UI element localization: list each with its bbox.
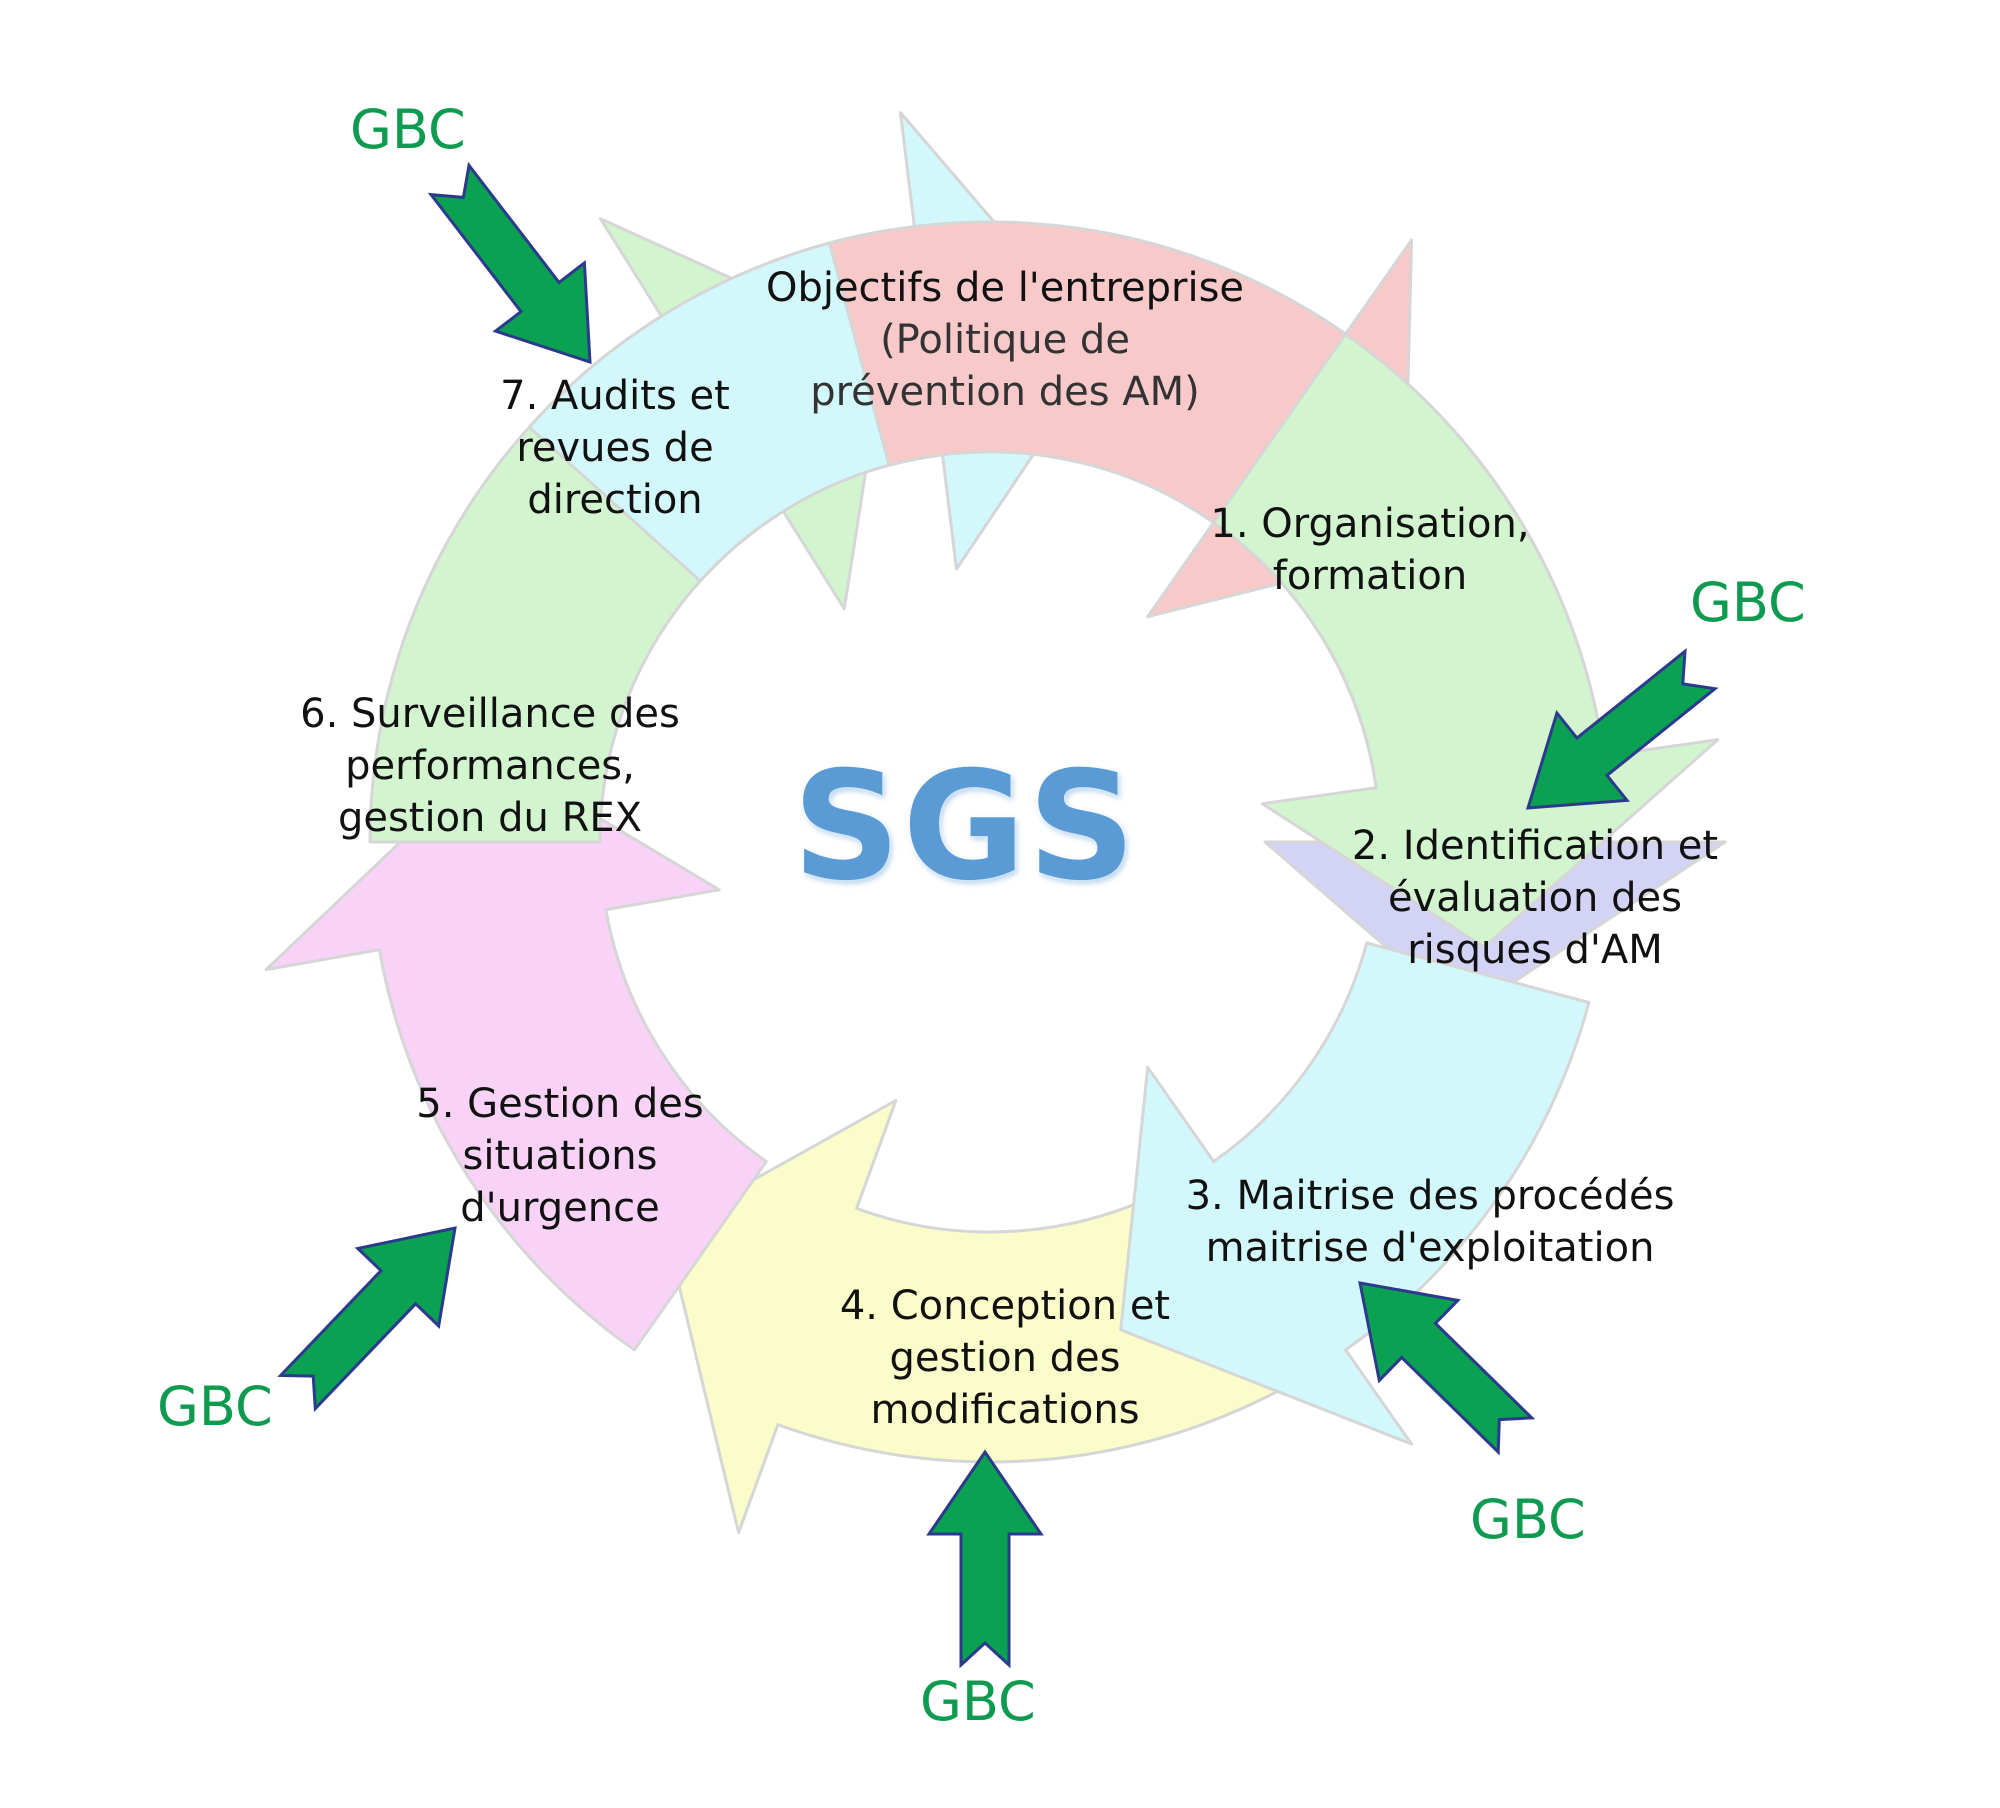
step-3-line-1: 3. Maitrise des procédés	[1185, 1173, 1675, 1219]
gbc-label-1: GBC	[350, 98, 466, 161]
objectives-line-1: Objectifs de l'entreprise	[765, 265, 1245, 311]
step-7-line-1: 7. Audits et	[500, 373, 730, 419]
step-4-line-3: modifications	[870, 1387, 1140, 1433]
gbc-arrow-2	[1525, 647, 1719, 810]
step-3-label: 3. Maitrise des procédés maitrise d'expl…	[1150, 1170, 1710, 1274]
step-2-line-2: évaluation des	[1388, 875, 1682, 921]
step-1-label: 1. Organisation, formation	[1180, 498, 1560, 602]
center-title: SGS	[792, 740, 1138, 914]
gbc-label-4: GBC	[920, 1670, 1036, 1733]
step-5-line-1: 5. Gestion des	[416, 1081, 704, 1127]
step-3-line-2: maitrise d'exploitation	[1205, 1225, 1655, 1271]
step-5-line-2: situations	[462, 1133, 658, 1179]
step-2-label: 2. Identification et évaluation des risq…	[1325, 820, 1745, 976]
step-4-line-2: gestion des	[889, 1335, 1121, 1381]
gbc-label-3: GBC	[1470, 1488, 1586, 1551]
step-5-label: 5. Gestion des situations d'urgence	[395, 1078, 725, 1234]
gbc-arrow-5	[277, 1226, 457, 1413]
step-4-label: 4. Conception et gestion des modificatio…	[805, 1280, 1205, 1436]
cycle-segments	[264, 111, 1727, 1535]
gbc-label-5: GBC	[157, 1375, 273, 1438]
step-1-line-1: 1. Organisation,	[1210, 501, 1530, 547]
segment-step-3	[1119, 941, 1591, 1446]
step-6-line-3: gestion du REX	[337, 795, 643, 841]
step-4-line-1: 4. Conception et	[839, 1283, 1171, 1329]
step-2-line-1: 2. Identification et	[1351, 823, 1719, 869]
gbc-arrow-3	[1358, 1281, 1536, 1456]
gbc-label-2: GBC	[1690, 571, 1806, 634]
gbc-arrow-4	[926, 1449, 1044, 1669]
step-6-line-1: 6. Surveillance des	[300, 691, 680, 737]
objectives-line-3: prévention des AM)	[810, 369, 1200, 415]
gbc-arrows	[277, 161, 1719, 1669]
step-1-line-2: formation	[1272, 553, 1468, 599]
step-6-line-2: performances,	[345, 743, 635, 789]
step-5-line-3: d'urgence	[460, 1185, 660, 1231]
step-7-line-3: direction	[527, 477, 703, 523]
step-2-line-3: risques d'AM	[1407, 927, 1663, 973]
objectives-line-2: (Politique de	[880, 317, 1130, 363]
segment-step-5	[264, 752, 768, 1352]
step-7-label: 7. Audits et revues de direction	[465, 370, 765, 526]
gbc-arrow-1	[427, 161, 592, 365]
step-7-line-2: revues de	[516, 425, 714, 471]
objectives-label: Objectifs de l'entreprise (Politique de …	[745, 262, 1265, 418]
step-6-label: 6. Surveillance des performances, gestio…	[280, 688, 700, 844]
